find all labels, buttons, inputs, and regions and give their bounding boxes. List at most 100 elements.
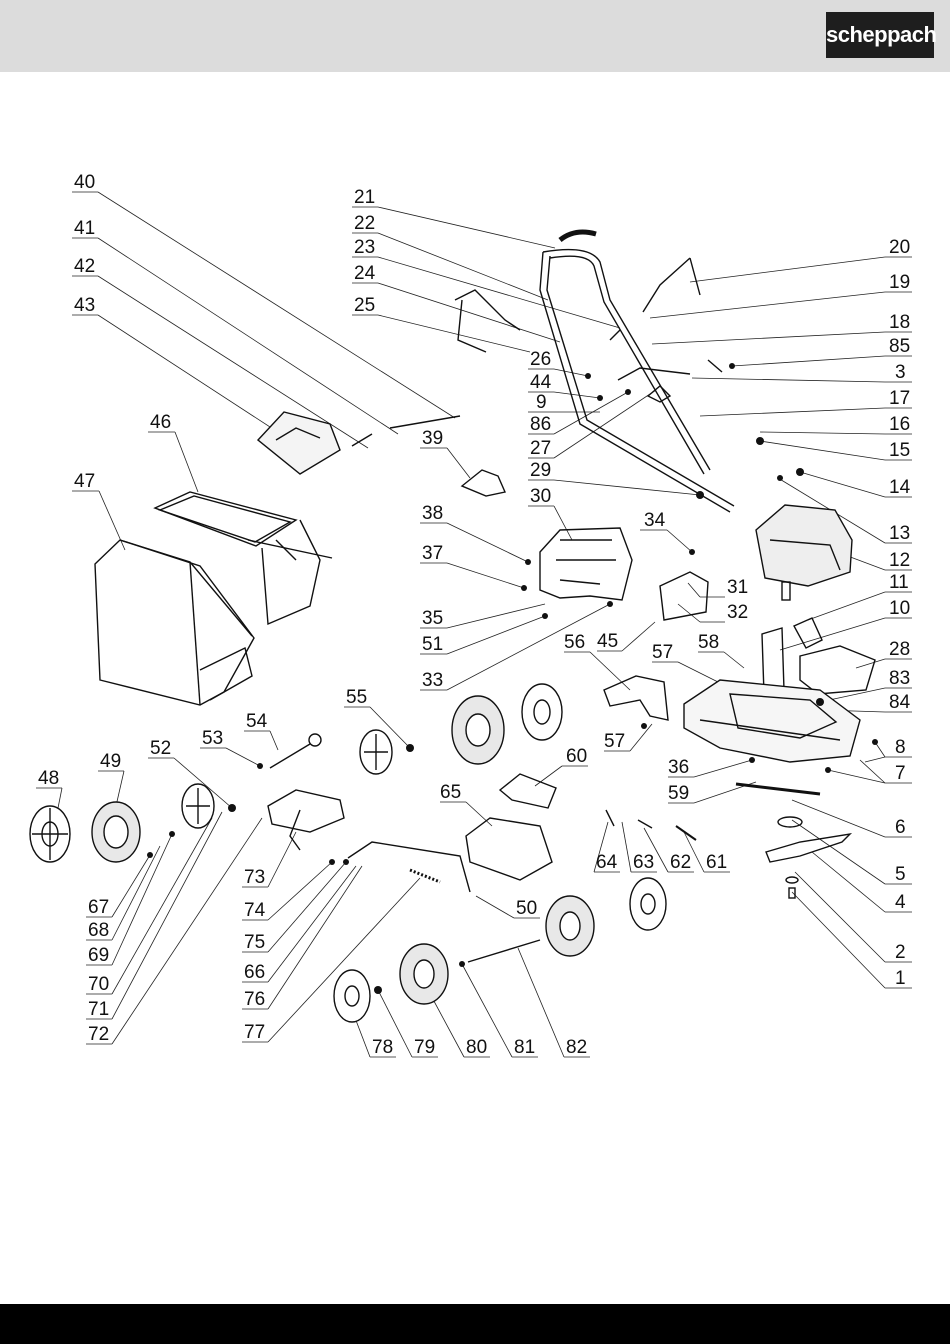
belt-6 <box>736 784 820 794</box>
part-label: 4 <box>895 892 906 913</box>
part-label: 21 <box>354 187 375 208</box>
grass-bag-frame <box>155 492 332 624</box>
part-label: 64 <box>596 852 618 873</box>
part-label: 63 <box>633 852 654 873</box>
part-drawings <box>95 232 875 962</box>
part-label: 40 <box>74 172 95 193</box>
wheels <box>30 684 666 1022</box>
engine <box>756 505 852 600</box>
part-label: 34 <box>644 510 666 531</box>
part-label: 69 <box>88 945 109 966</box>
part-label: 11 <box>889 572 909 593</box>
blade-4 <box>766 834 850 862</box>
part-label: 70 <box>88 974 109 995</box>
part-label: 72 <box>88 1024 109 1045</box>
part-61 <box>676 826 696 840</box>
part-label: 58 <box>698 632 719 653</box>
part-label: 74 <box>244 900 266 921</box>
part-label: 57 <box>652 642 673 663</box>
part-label: 33 <box>422 670 443 691</box>
part-label: 78 <box>372 1037 393 1058</box>
pulley-5 <box>778 817 802 827</box>
part-label: 30 <box>530 486 551 507</box>
part-label: 53 <box>202 728 223 749</box>
wheel-front-right-cap <box>630 878 666 930</box>
cable-54 <box>270 744 310 768</box>
part-labels: 40 41 42 43 46 47 21 22 23 24 25 26 44 9… <box>38 172 911 1058</box>
spring-62 <box>638 820 652 828</box>
part-label: 44 <box>530 372 552 393</box>
part-label: 83 <box>889 668 910 689</box>
part-label: 75 <box>244 932 265 953</box>
part-label: 81 <box>514 1037 535 1058</box>
handle-assembly <box>455 232 734 512</box>
front-handle <box>348 842 470 892</box>
part-label: 19 <box>889 272 910 293</box>
part-label: 20 <box>889 237 910 258</box>
part-label: 26 <box>530 349 551 370</box>
part-label: 6 <box>895 817 906 838</box>
part-label: 82 <box>566 1037 587 1058</box>
axle-82 <box>468 940 540 962</box>
part-label: 16 <box>889 414 910 435</box>
part-label: 39 <box>422 428 443 449</box>
part-label: 73 <box>244 867 265 888</box>
wheel-48 <box>30 806 70 862</box>
chute-60 <box>500 774 556 808</box>
part-label: 50 <box>516 898 537 919</box>
belt-cover <box>800 646 875 694</box>
part-label: 84 <box>889 692 911 713</box>
part-label: 52 <box>150 738 171 759</box>
part-label: 48 <box>38 768 59 789</box>
wheel-52-hub <box>182 784 214 828</box>
part-label: 27 <box>530 438 551 459</box>
part-label: 85 <box>889 336 910 357</box>
leader-lines <box>36 192 912 1057</box>
part-label: 77 <box>244 1022 265 1043</box>
gearbox-73 <box>268 790 344 832</box>
part-label: 43 <box>74 295 95 316</box>
part-label: 18 <box>889 312 910 333</box>
part-label: 65 <box>440 782 461 803</box>
wheel-rear-right-cap <box>522 684 562 740</box>
wheel-front-right <box>546 896 594 956</box>
part-label: 49 <box>100 751 121 772</box>
part-label: 41 <box>74 218 95 239</box>
bracket-39 <box>462 470 505 496</box>
plate-31 <box>660 572 708 620</box>
part-label: 22 <box>354 213 375 234</box>
mulch-plug-65 <box>466 818 552 880</box>
spring-77 <box>410 870 440 882</box>
part-label: 14 <box>889 477 911 498</box>
part-label: 59 <box>668 783 689 804</box>
part-label: 7 <box>895 763 906 784</box>
washer-2 <box>786 877 798 883</box>
part-label: 28 <box>889 639 910 660</box>
part-label: 80 <box>466 1037 487 1058</box>
part-label: 67 <box>88 897 109 918</box>
part-label: 17 <box>889 388 910 409</box>
part-label: 56 <box>564 632 585 653</box>
part-label: 55 <box>346 687 367 708</box>
bracket-56 <box>604 676 668 720</box>
part-label: 35 <box>422 608 443 629</box>
part-label: 13 <box>889 523 910 544</box>
part-label: 71 <box>88 999 109 1020</box>
part-label: 61 <box>706 852 727 873</box>
part-label: 10 <box>889 598 910 619</box>
part-label: 15 <box>889 440 910 461</box>
part-label: 2 <box>895 942 906 963</box>
part-label: 38 <box>422 503 443 524</box>
part-label: 79 <box>414 1037 435 1058</box>
page-footer-bar <box>0 1304 950 1344</box>
cable-end <box>309 734 321 746</box>
part-label: 46 <box>150 412 171 433</box>
part-label: 32 <box>727 602 748 623</box>
part-label: 45 <box>597 631 618 652</box>
rear-housing <box>540 528 632 600</box>
part-label: 37 <box>422 543 443 564</box>
part-label: 25 <box>354 295 375 316</box>
part-label: 1 <box>895 968 906 989</box>
wheel-55-hub <box>360 730 392 774</box>
